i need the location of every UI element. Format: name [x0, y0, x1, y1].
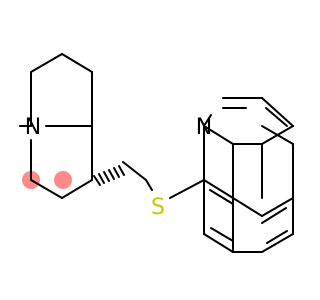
bond [261, 97, 294, 127]
atom-label-nitrogen-amine: N [25, 115, 41, 140]
bond [261, 207, 287, 224]
bond [30, 179, 63, 199]
bond [261, 125, 294, 145]
atom-label-nitrogen-quinoline: N [196, 115, 212, 140]
hash-bond [118, 165, 125, 176]
bond [122, 161, 147, 181]
bond [261, 197, 294, 217]
bonds [19, 53, 294, 253]
bond [145, 179, 153, 191]
bond [261, 233, 294, 253]
highlight-atom-b [54, 171, 72, 189]
bond [61, 53, 93, 73]
atom-label-sulfur: S [151, 195, 165, 220]
bond [203, 114, 212, 127]
bond [169, 179, 205, 199]
bond [30, 53, 63, 73]
hash-bond [93, 175, 101, 186]
bond [61, 179, 93, 199]
chemical-structure-diagram: N N S [19, 53, 294, 253]
bond [266, 230, 288, 244]
hash-bond [103, 171, 110, 182]
bond [265, 107, 288, 127]
hash-bond [108, 169, 115, 180]
bond [203, 233, 234, 253]
bond [210, 227, 234, 242]
bond [232, 197, 263, 217]
hash-bond [113, 167, 120, 178]
bond [209, 189, 234, 205]
bond [203, 179, 234, 199]
bond [203, 125, 234, 145]
hash-bond [98, 173, 105, 184]
